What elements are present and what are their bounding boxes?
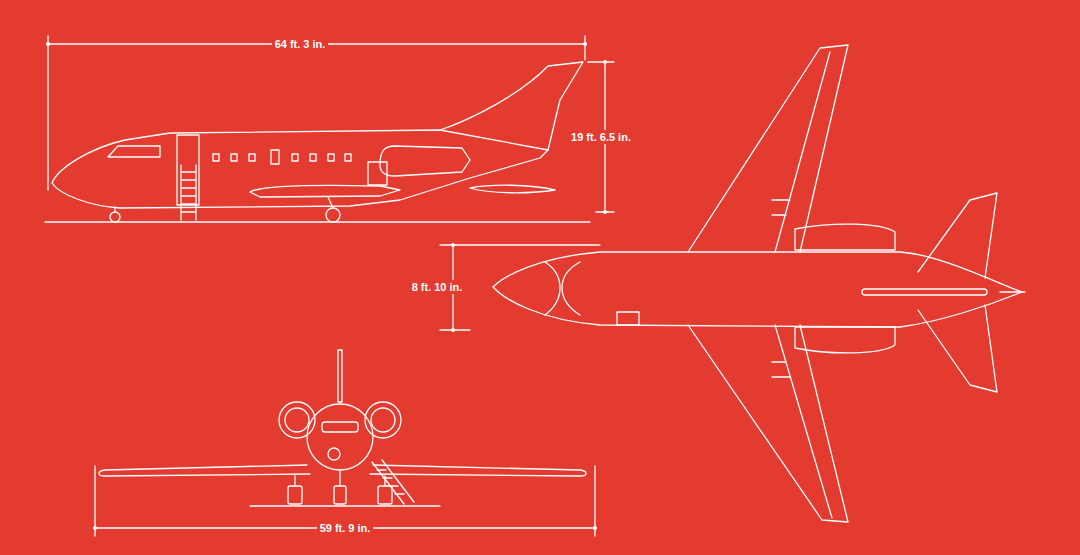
fuselage [307,404,373,470]
nose-wheel [110,212,120,222]
dimension-line [48,36,585,190]
engine-intake [371,408,395,432]
fuselage [52,130,548,208]
engine-intake [365,402,401,438]
wing-fairing [250,185,400,197]
windshield [108,146,160,157]
main-gear [328,197,333,208]
upper-wing [688,45,848,252]
horizontal-stabilizer [918,193,997,278]
engine-nacelle [795,327,895,353]
engine-nacelle [795,224,895,250]
hatch [617,312,639,325]
fin-root [862,289,987,295]
wheel [288,486,302,504]
horizontal-stabilizer [918,305,997,392]
dimension-label: 19 ft. 6.5 in. [568,130,634,144]
cockpit-windows [545,262,580,315]
ground-line [250,505,440,506]
engine-pylon [368,162,387,185]
windows [213,150,351,164]
main-wheel [326,208,340,222]
dimension-line [95,466,595,536]
engine-intake [279,402,315,438]
dimension-label: 8 ft. 10 in. [409,280,466,294]
fuselage [493,252,1022,327]
vertical-tail [440,62,583,150]
engine-intake [285,408,309,432]
vertical-tail [338,350,342,402]
lower-wing [688,325,848,522]
windshield [322,422,358,432]
main-gear [295,470,385,486]
wheel [378,486,392,504]
side-view [45,36,614,222]
nose-gear [114,207,115,212]
airstair [181,165,196,220]
wing [99,465,310,476]
wing [370,465,586,476]
top-view [440,45,1025,522]
dimension-label: 64 ft. 3 in. [272,37,329,51]
wheel [334,486,346,504]
engine-nacelle [380,146,470,176]
front-view [93,350,597,536]
tail-fairing [470,185,555,193]
airstair [372,460,414,504]
nose [328,448,340,460]
ground-line [45,221,590,222]
tail-cone [1000,291,1025,292]
dimension-label: 59 ft. 9 in. [317,521,374,535]
